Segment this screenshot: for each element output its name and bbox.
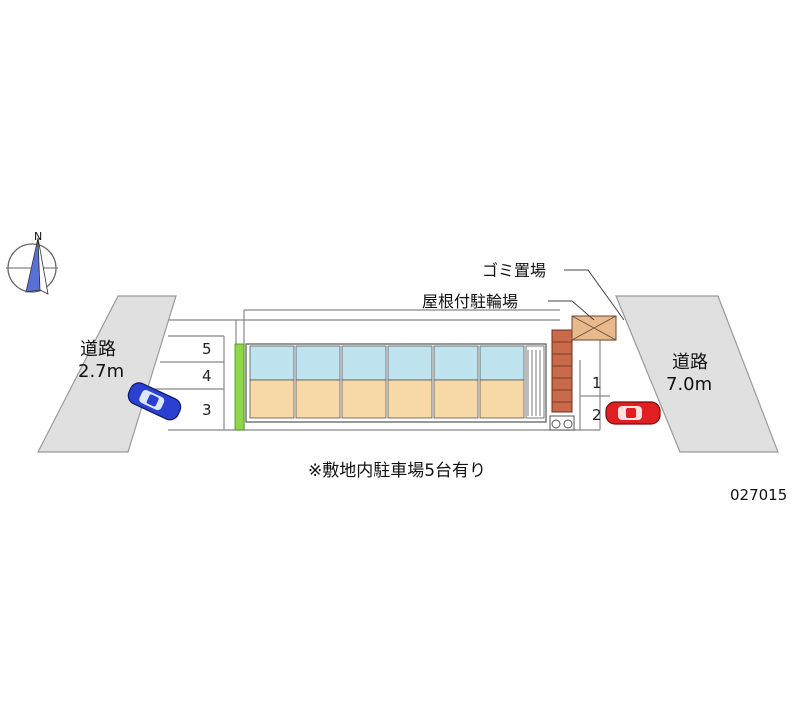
blue-car [127, 382, 182, 421]
right-parking: 1 2 [579, 360, 610, 430]
right-road-width: 7.0m [666, 374, 712, 395]
parking-space-4: 4 [202, 367, 212, 385]
parking-space-1: 1 [592, 374, 602, 392]
left-road-name: 道路 [80, 339, 116, 360]
unit-5 [433, 345, 479, 419]
unit-4 [387, 345, 433, 419]
hedge [234, 343, 245, 431]
unit-3 [341, 345, 387, 419]
callout-lines [548, 269, 625, 321]
compass-north-label: N [34, 230, 42, 243]
parking-space-3: 3 [202, 401, 212, 419]
unit-2 [295, 345, 341, 419]
red-car [605, 401, 661, 425]
garbage-callout: ゴミ置場 [482, 261, 546, 280]
unit-1 [249, 345, 295, 419]
right-road-name: 道路 [672, 352, 708, 373]
right-road: 道路 7.0m [615, 295, 779, 453]
apartment-building [245, 343, 547, 423]
bicycle-icon [549, 415, 575, 431]
property-code: 027015 [730, 486, 787, 504]
stairs [525, 345, 545, 419]
left-road-width: 2.7m [78, 361, 124, 382]
parking-note: ※敷地内駐車場5台有り [308, 461, 486, 481]
bicycle-callout: 屋根付駐輪場 [422, 292, 518, 311]
left-road: 道路 2.7m [37, 295, 177, 453]
compass-icon: N [6, 230, 58, 295]
parking-space-5: 5 [202, 340, 212, 358]
covered-bicycle-parking [551, 329, 573, 413]
parking-space-2: 2 [592, 406, 602, 424]
left-parking: 5 4 3 [152, 335, 225, 430]
unit-6 [479, 345, 525, 419]
